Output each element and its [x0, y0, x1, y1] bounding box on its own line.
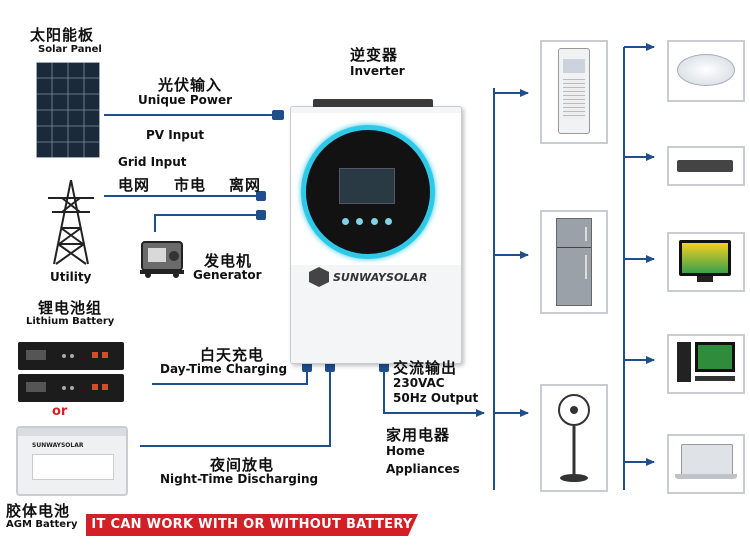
inverter-button-1[interactable] — [342, 218, 349, 225]
laptop-tile — [667, 434, 745, 494]
output-voltage: 230VAC — [393, 376, 445, 390]
inverter-lcd-screen — [339, 168, 395, 204]
inverter-top-bracket — [313, 99, 433, 107]
discharging-line — [140, 362, 331, 447]
pv-label-zh: 光伏输入 — [158, 76, 223, 94]
dvd-player-icon — [677, 160, 733, 172]
refrigerator-handle-bottom — [585, 255, 587, 279]
inverter-button-2[interactable] — [356, 218, 364, 225]
generator-label-en: Generator — [193, 268, 262, 282]
computer-tile — [667, 334, 745, 394]
generator-line — [154, 211, 265, 232]
charging-label-en: Day-Time Charging — [160, 362, 288, 376]
television-tile — [667, 232, 745, 292]
agm-battery-image: SUNWAYSOLAR — [16, 426, 128, 496]
air-conditioner-tile — [540, 40, 608, 144]
computer-monitor-icon — [695, 342, 735, 372]
television-screen — [682, 243, 728, 273]
ceiling-light-icon — [677, 54, 735, 86]
solar-panel-label-zh: 太阳能板 — [30, 26, 95, 44]
fan-tile — [540, 384, 608, 492]
inverter-buttons — [342, 218, 392, 226]
agm-label-en: AGM Battery — [6, 519, 78, 530]
utility-label: Utility — [50, 270, 92, 284]
television-stand — [697, 276, 713, 282]
inverter-logo-icon — [309, 267, 329, 287]
home-label-line2: Appliances — [386, 462, 460, 476]
discharging-label-zh: 夜间放电 — [210, 456, 275, 474]
lithium-battery-image — [18, 342, 124, 402]
solar-panel-label-en: Solar Panel — [38, 44, 102, 55]
or-text: or — [52, 404, 68, 419]
lithium-label-zh: 锂电池组 — [38, 299, 103, 317]
computer-screen — [698, 345, 732, 369]
inverter-label-zh: 逆变器 — [350, 46, 399, 64]
refrigerator-icon — [556, 218, 592, 306]
home-label-line1: Home — [386, 444, 425, 458]
agm-label-zh: 胶体电池 — [6, 502, 71, 520]
grid-label-zh-mid: 市电 — [174, 176, 207, 194]
refrigerator-handle-top — [585, 227, 587, 241]
refrigerator-tile — [540, 210, 608, 314]
computer-tower-icon — [677, 342, 691, 382]
inverter-brand: SUNWAYSOLAR — [333, 271, 428, 284]
agm-battery-lid — [18, 428, 126, 436]
pv-sublabel: PV Input — [146, 128, 205, 142]
battery-optional-banner: IT CAN WORK WITH OR WITHOUT BATTERY — [86, 514, 418, 536]
dvd-player-tile — [667, 146, 745, 186]
refrigerator-door-split — [557, 247, 591, 248]
agm-battery-panel — [32, 454, 114, 480]
generator-label-zh: 发电机 — [204, 252, 253, 270]
air-conditioner-grille — [563, 79, 585, 119]
grid-label-zh-left: 电网 — [118, 176, 151, 194]
inverter-button-3[interactable] — [370, 218, 378, 225]
output-label-zh: 交流输出 — [393, 359, 458, 377]
fan-icon — [558, 394, 590, 482]
air-conditioner-icon — [558, 48, 590, 134]
grid-label-en: Grid Input — [118, 155, 187, 169]
generator-icon — [140, 241, 184, 278]
inverter-label-en: Inverter — [350, 64, 405, 78]
ceiling-light-tile — [667, 40, 745, 102]
ac-output-line — [383, 362, 485, 417]
television-icon — [679, 240, 731, 276]
laptop-base — [675, 474, 737, 479]
solar-panel-image — [36, 62, 100, 158]
inverter-display-ring — [301, 125, 435, 259]
utility-tower-icon — [48, 180, 94, 265]
laptop-icon — [681, 444, 733, 476]
charging-label-zh: 白天充电 — [200, 346, 265, 364]
grid-label-zh-right: 离网 — [229, 176, 262, 194]
discharging-label-en: Night-Time Discharging — [160, 472, 319, 486]
inverter-body: SUNWAYSOLAR — [290, 99, 462, 364]
pv-label-en: Unique Power — [138, 93, 233, 107]
agm-battery-brand: SUNWAYSOLAR — [32, 442, 84, 449]
output-frequency: 50Hz Output — [393, 391, 479, 405]
air-conditioner-vent — [563, 59, 585, 73]
home-label-zh: 家用电器 — [386, 426, 451, 444]
computer-keyboard-icon — [695, 376, 735, 381]
lithium-label-en: Lithium Battery — [26, 316, 115, 327]
inverter-button-4[interactable] — [384, 218, 392, 225]
